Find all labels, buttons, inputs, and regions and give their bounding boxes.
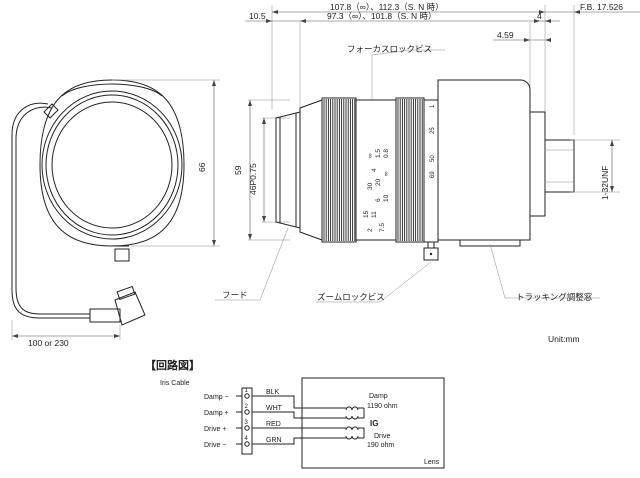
pin-number: 3 [245, 420, 249, 426]
rear-mark-50: 50 [430, 155, 436, 162]
dim-hood-offset: 10.5 [249, 11, 266, 21]
zoom-ring-knurl [397, 99, 423, 241]
zoom-mark-30: 30 [367, 182, 374, 190]
dim-cable-length: 100 or 230 [28, 338, 69, 348]
pin-wire-color: RED [266, 421, 281, 428]
pin-function-label: Drive − [204, 442, 226, 449]
pin-wire-color: WHT [266, 405, 283, 412]
pin-terminal [244, 425, 250, 431]
label-tracking-window: トラッキング調整窓 [516, 292, 593, 302]
rear-mark-25: 25 [430, 127, 436, 134]
rear-mark-69: 69 [430, 171, 436, 178]
drive-coil [345, 426, 359, 440]
dim-total-length: 107.8（∞）、112.3（S. N 時） [330, 2, 444, 12]
dim-body-length: 97.3（∞）、101.8（S. N 時） [327, 11, 437, 21]
label-focus-lock-screw: フォーカスロックビス [347, 44, 432, 54]
callouts: フォーカスロックビス フード ズームロックビス トラッキング調整窓 Unit:m… [215, 44, 600, 344]
rear-mark-1: 1 [430, 104, 436, 108]
circuit-title: 【回路図】 [145, 358, 200, 372]
pin-function-label: Damp + [204, 410, 229, 417]
pin-terminal [244, 409, 250, 415]
pin-terminal [244, 441, 250, 447]
zoom-mark-2: 2 [367, 228, 374, 232]
pin-function-label: Drive + [204, 426, 226, 433]
dim-height-66: 66 [197, 162, 207, 172]
unit-label: Unit:mm [548, 334, 580, 344]
damp-resistance: 1190 ohm [367, 403, 398, 410]
label-zoom-lock-screw: ズームロックビス [317, 292, 385, 302]
pin-terminal [244, 393, 250, 399]
side-view: 59 46P0.75 [233, 79, 620, 261]
focus-mark-0-8: 0.8 [383, 149, 390, 158]
focus-mark-1-5: 1.5 [375, 149, 382, 158]
zoom-mark-11: 11 [371, 211, 378, 218]
zoom-mark-6: 6 [375, 198, 382, 202]
focus-mark-infinity: ∞ [367, 153, 374, 158]
drive-label: Drive [374, 433, 390, 440]
zoom-mark-inf: ∞ [383, 171, 390, 176]
zoom-mark-15: 15 [363, 210, 370, 218]
dim-mount-depth: 4.59 [497, 30, 514, 40]
dim-mount-thread: 1-32UNF [600, 166, 610, 200]
lens-box-label: Lens [424, 459, 440, 466]
label-hood: フード [222, 290, 248, 300]
zoom-mark-4: 4 [371, 168, 378, 172]
dim-rear-step: 4 [537, 11, 542, 21]
front-view: 66 100 or 230 [11, 79, 220, 348]
pin-function-label: Damp − [204, 394, 229, 401]
pin-number: 4 [245, 436, 249, 442]
damp-coil [345, 406, 359, 420]
zoom-mark-7-5: 7.5 [379, 223, 386, 232]
dim-flange-back: F.B. 17.526 [580, 2, 623, 12]
pin-wire-color: BLK [266, 389, 280, 396]
iris-cable-label: Iris Cable [160, 380, 190, 387]
pin-number: 2 [245, 404, 249, 410]
pin-number: 1 [245, 388, 249, 394]
zoom-mark-10: 10 [383, 194, 390, 202]
dim-filter-thread: 46P0.75 [248, 163, 258, 195]
drive-resistance: 190 ohm [367, 442, 394, 449]
dim-diameter-59: 59 [233, 165, 243, 175]
damp-label: Damp [369, 393, 388, 400]
top-dimensions: 107.8（∞）、112.3（S. N 時） F.B. 17.526 10.5 … [245, 2, 640, 135]
ig-label: IG [370, 419, 378, 428]
zoom-mark-20: 20 [375, 178, 382, 186]
focus-ring-knurl [323, 99, 356, 241]
pin-wire-color: GRN [266, 437, 282, 444]
